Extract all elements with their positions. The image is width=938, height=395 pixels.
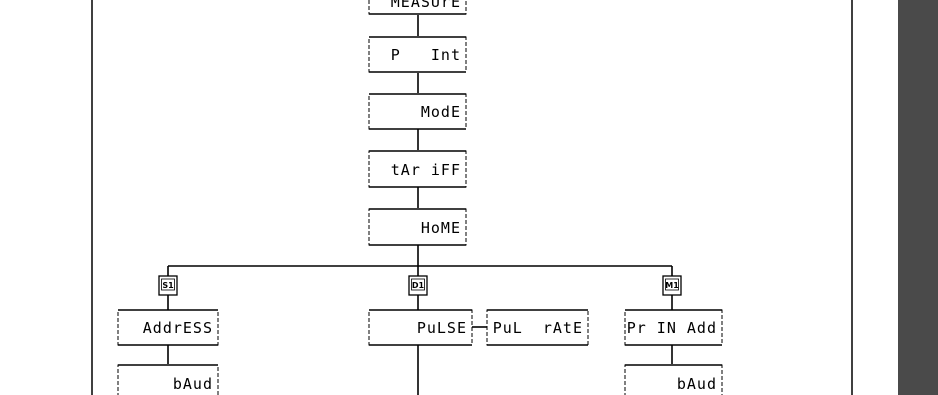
- p-int-label: P Int: [391, 46, 461, 64]
- pulse-rate-label: PuL rAtE: [493, 319, 583, 337]
- menu-box-pulse-rate: PuL rAtE: [486, 309, 589, 346]
- menu-box-print-address: Pr IN Add: [624, 309, 723, 346]
- second-level-connectors: [167, 326, 673, 395]
- menu-box-home: HoME: [368, 208, 467, 246]
- mode-label: ModE: [421, 103, 461, 121]
- menu-box-mode: ModE: [368, 93, 467, 130]
- tag-d1-label: D1: [412, 281, 425, 290]
- tag-d1: D1: [408, 275, 428, 296]
- tariff-label: tAr iFF: [391, 161, 461, 179]
- pulse-label: PuLSE: [417, 319, 467, 337]
- menu-box-address: AddrESS: [117, 309, 219, 346]
- menu-box-measure: MEASUrE: [368, 0, 467, 15]
- baud-s1-label: bAud: [173, 375, 213, 393]
- baud-m1-label: bAud: [677, 375, 717, 393]
- tag-s1: S1: [158, 275, 178, 296]
- address-label: AddrESS: [143, 319, 213, 337]
- home-label: HoME: [421, 219, 461, 237]
- menu-box-pulse: PuLSE: [368, 309, 473, 346]
- branch-drop-connectors: [167, 266, 673, 276]
- side-panel: [898, 0, 938, 395]
- tag-to-box-connectors: [167, 295, 673, 310]
- menu-box-baud-m1: bAud: [624, 364, 723, 395]
- menu-box-p-int: P Int: [368, 36, 467, 73]
- tag-m1-label: M1: [665, 281, 679, 290]
- print-address-label: Pr IN Add: [627, 319, 717, 337]
- menu-box-tariff: tAr iFF: [368, 150, 467, 188]
- measure-label: MEASUrE: [391, 0, 461, 11]
- tag-m1: M1: [662, 275, 682, 296]
- tag-s1-label: S1: [162, 281, 174, 290]
- menu-box-baud-s1: bAud: [117, 364, 219, 395]
